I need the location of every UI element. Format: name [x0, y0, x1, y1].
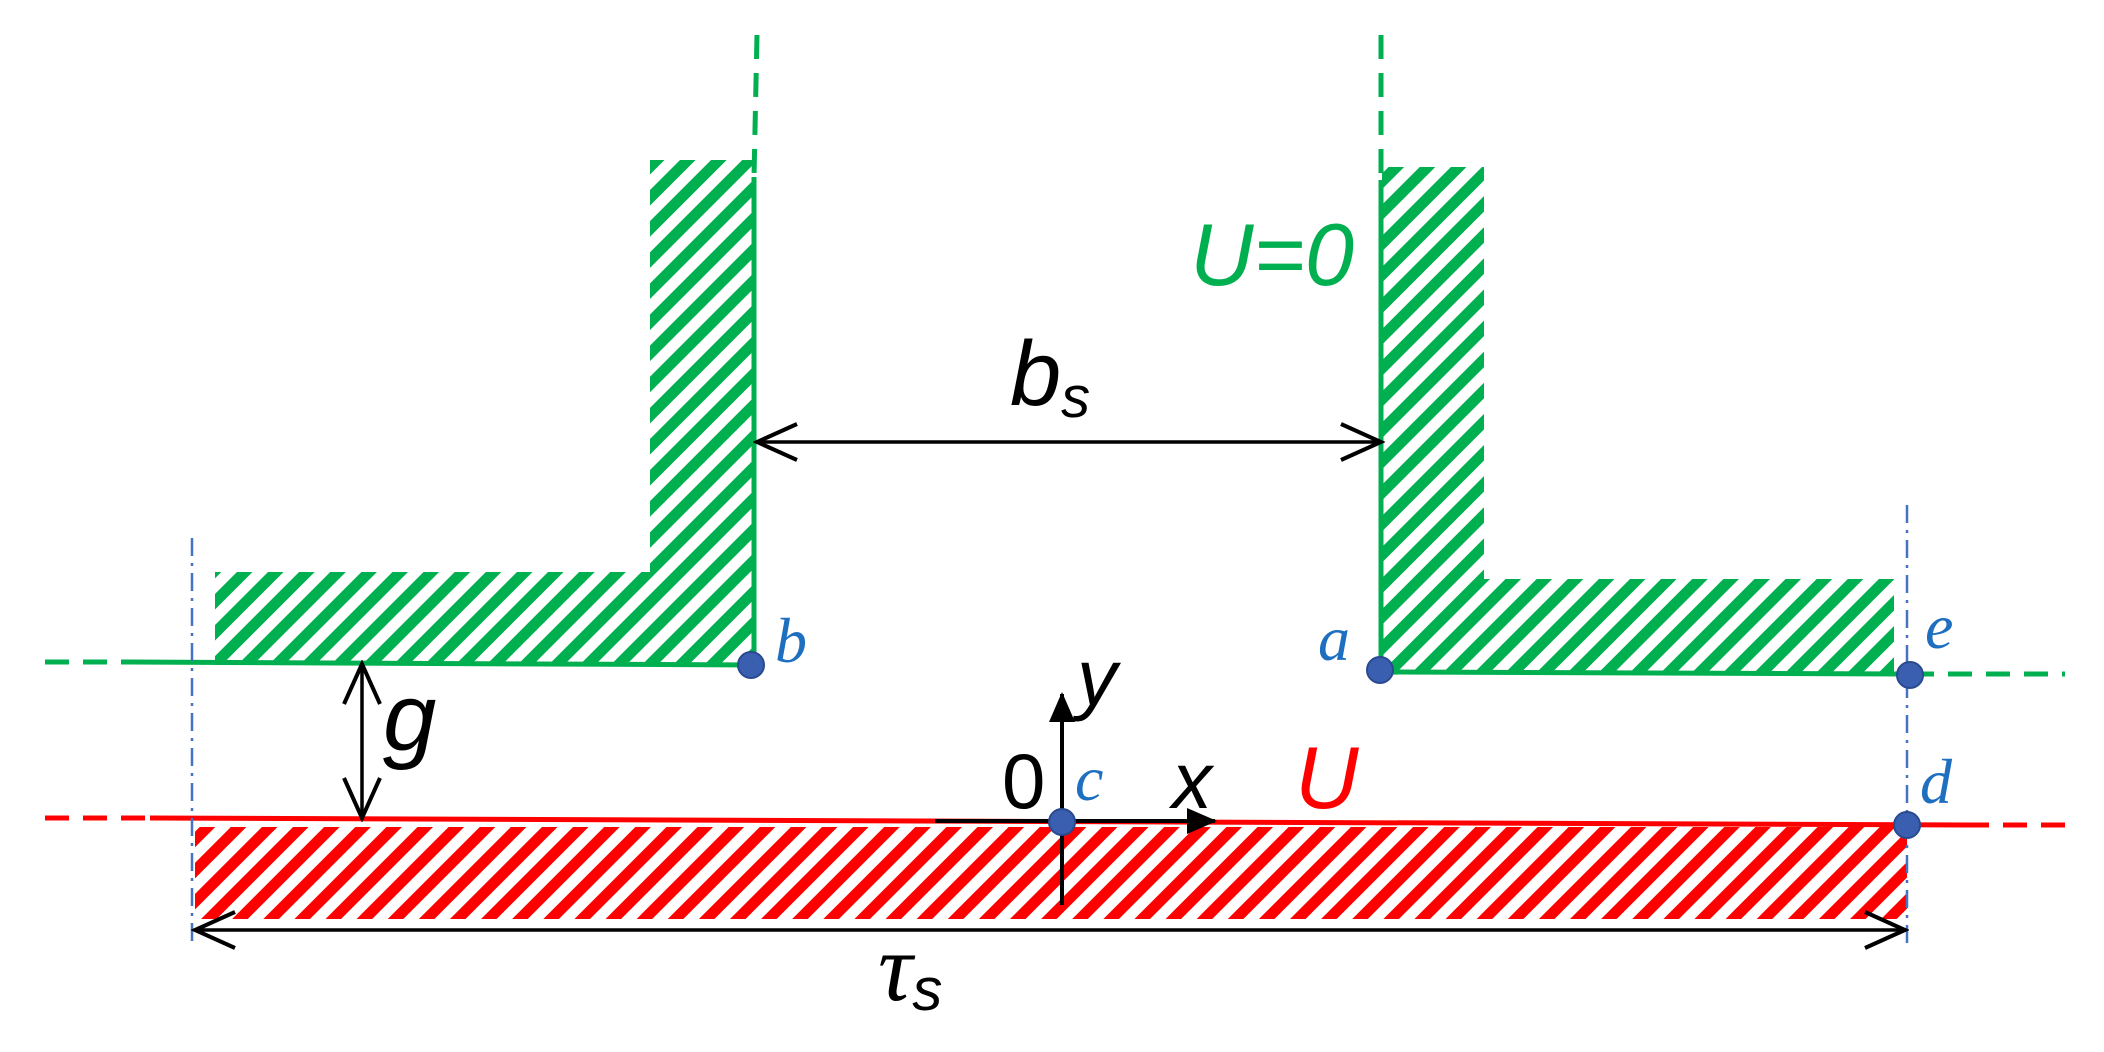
point-b: b — [737, 605, 807, 679]
point-e: e — [1896, 591, 1953, 689]
x-axis-label: x — [1168, 736, 1215, 825]
svg-text:e: e — [1925, 591, 1953, 662]
stator-iron-right — [1382, 167, 1894, 672]
slot-width-label: bs — [1010, 323, 1090, 430]
point-a: a — [1318, 603, 1394, 684]
rotor-iron — [195, 827, 1907, 919]
origin-label: 0 — [1002, 737, 1045, 825]
svg-text:c: c — [1075, 743, 1103, 814]
air-gap-label: g — [383, 664, 436, 771]
pole-pitch-label: τs — [878, 914, 942, 1023]
point-d: d — [1893, 746, 1953, 839]
periodic-boundary-guide — [190, 505, 1909, 950]
svg-text:b: b — [775, 605, 807, 676]
svg-text:a: a — [1318, 603, 1350, 674]
point-c: c — [1048, 743, 1103, 836]
stator-boundary-extension — [45, 34, 2065, 677]
y-axis-label: y — [1072, 633, 1122, 722]
rotor-boundary-extension — [45, 815, 2065, 828]
svg-text:d: d — [1920, 746, 1953, 817]
stator-potential-label: U=0 — [1190, 205, 1354, 304]
rotor-potential-label: U — [1295, 728, 1359, 827]
stator-iron-left — [215, 160, 754, 665]
